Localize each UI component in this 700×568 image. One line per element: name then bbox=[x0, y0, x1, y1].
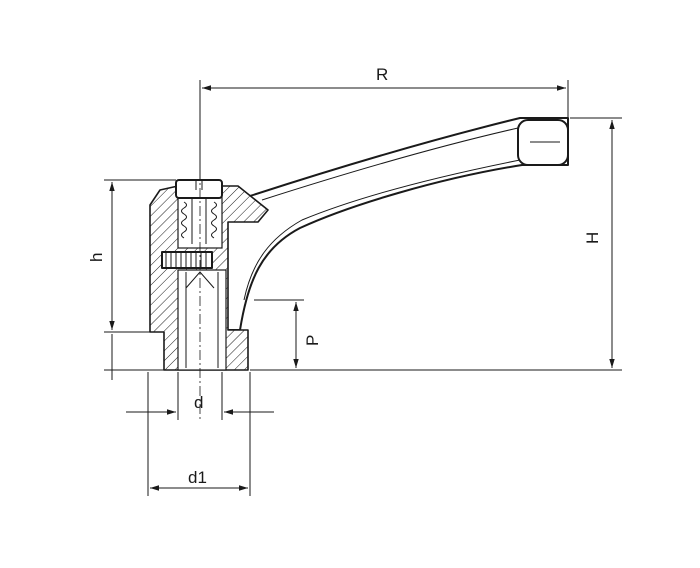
lever-arm bbox=[215, 117, 569, 331]
lever-grip-end bbox=[517, 119, 569, 166]
dimension-d-label: d bbox=[194, 393, 203, 412]
screw-head bbox=[175, 179, 223, 199]
dimension-h-hub: h bbox=[87, 179, 176, 333]
dimension-base-offset bbox=[104, 334, 164, 380]
dimension-d1-label: d1 bbox=[188, 468, 207, 487]
dimension-r-label: R bbox=[376, 65, 388, 84]
dimension-r: R bbox=[199, 65, 569, 180]
dimension-p: P bbox=[254, 299, 322, 368]
dimension-h-total-label: H bbox=[583, 232, 602, 244]
dimension-h-total: H bbox=[250, 117, 622, 371]
dimension-d1: d1 bbox=[147, 372, 251, 496]
dimension-d: d bbox=[126, 372, 274, 420]
serrated-ring bbox=[161, 251, 213, 269]
dimension-p-label: P bbox=[303, 335, 322, 346]
dimension-h-hub-label: h bbox=[87, 253, 106, 262]
threaded-bore bbox=[185, 271, 219, 368]
spring bbox=[181, 198, 217, 244]
